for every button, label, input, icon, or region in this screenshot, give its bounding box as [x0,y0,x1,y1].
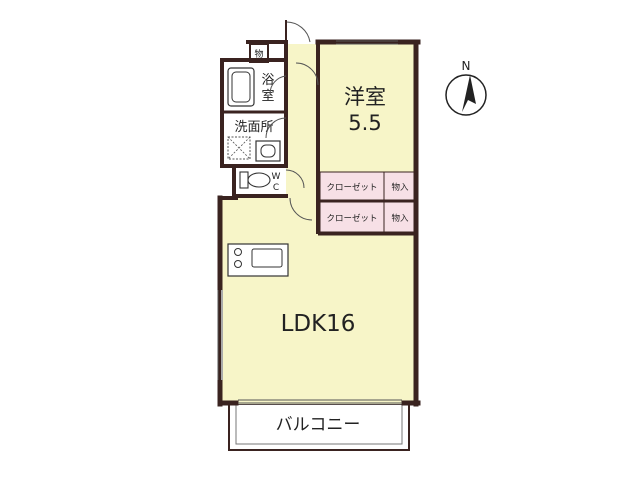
hallway [286,44,318,198]
bath-label-1: 浴 [261,73,274,88]
closet-2 [319,201,385,233]
sink-basin [260,144,276,158]
washroom-label: 洗面所 [234,120,273,135]
wc-label-w: W [272,172,281,182]
ldk-door-icon [289,197,313,221]
balcony-area [228,403,410,451]
western-room-name: 洋室 [344,85,386,109]
closet-2-label: クローゼット [326,213,377,224]
storage-1-label: 物入 [391,182,409,193]
kitchen-sink-icon [251,248,283,268]
bath-label-2: 室 [261,88,274,104]
storage-top-label: 物 [254,48,263,60]
closet-1-label: クローゼット [326,182,377,193]
toilet-tank-icon [239,171,249,189]
wc-door-icon [285,169,305,189]
washing-machine-cross-2 [227,136,251,160]
doors [265,20,319,221]
walls [217,39,421,407]
wash-door-icon [265,117,287,139]
balcony-label: バルコニー [276,415,361,435]
sink-icon [255,140,281,162]
storage-2-label: 物入 [391,213,409,224]
stove-burner-icon [234,248,242,256]
bathtub-inner [231,71,251,103]
western-room [318,44,416,172]
compass-north-label: N [462,59,471,73]
toilet-icon [247,172,271,188]
ldk-label: LDK16 [281,311,356,337]
bathtub-icon [227,67,255,107]
western-room-size: 5.5 [348,111,381,135]
room-door-icon [295,62,319,86]
bath-door-icon [269,75,287,95]
wc-label-c: C [273,183,279,193]
compass-icon: N [445,59,487,116]
stove-burner-icon-2 [234,260,242,268]
closet-1 [319,171,385,201]
windows [217,40,402,404]
storage-2 [383,201,417,233]
compass-needle [462,75,476,112]
entry-door-icon [285,21,311,43]
